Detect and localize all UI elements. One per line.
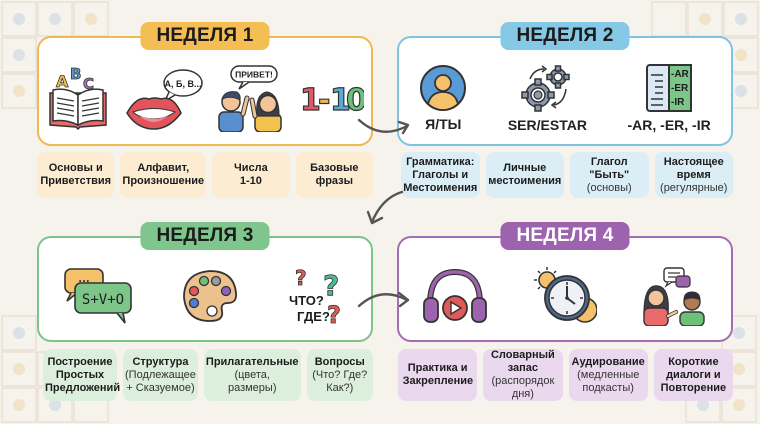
- topic-card: Структура(Подлежащее + Сказуемое): [123, 349, 198, 401]
- svg-text:B: B: [70, 65, 81, 83]
- verb-endings-book-icon: -AR -ER -IR -AR, -ER, -IR: [628, 63, 711, 133]
- topic-title: Практика и Закрепление: [402, 362, 474, 387]
- week-1-icons: A B C А, Б, В...: [39, 58, 371, 138]
- svg-text:A: A: [56, 72, 69, 91]
- svg-text:-IR: -IR: [671, 97, 685, 108]
- svg-text:ПРИВЕТ!: ПРИВЕТ!: [235, 70, 273, 80]
- topic-title: Настоящее время: [663, 155, 724, 181]
- topic-title: Алфавит, Произношение: [122, 162, 205, 187]
- topic-subtitle: (медленные подкасты): [577, 368, 640, 394]
- svg-text:А, Б, В...: А, Б, В...: [164, 79, 201, 89]
- topic-title: Личные местоимения: [488, 162, 562, 187]
- svg-text:?: ?: [323, 269, 339, 302]
- greeting-people-icon: ПРИВЕТ!: [217, 64, 283, 132]
- topic-card: Личные местоимения: [485, 152, 564, 198]
- week-3-panel: НЕДЕЛЯ 3 ... S+V+O: [37, 222, 373, 342]
- svg-text:1: 1: [300, 83, 321, 118]
- dialogue-people-icon: [642, 266, 708, 326]
- arrow-week2-to-week3: [366, 190, 404, 225]
- week-4-panel: НЕДЕЛЯ 4: [397, 222, 733, 342]
- svg-text:-: -: [318, 83, 330, 118]
- topic-subtitle: (основы): [586, 181, 632, 194]
- week-2-topics: Грамматика: Глаголы и Местоимения Личные…: [401, 152, 733, 198]
- topic-card: Вопросы(Что? Где? Как?): [306, 349, 373, 401]
- svg-text:ГДЕ?: ГДЕ?: [297, 309, 330, 324]
- lips-speech-icon: А, Б, В...: [125, 65, 203, 131]
- numbers-icon: 1 - 1 0: [298, 78, 364, 118]
- person-avatar-icon: Я/ТЫ: [419, 64, 467, 132]
- topic-card: Прилагательные(цвета, размеры): [203, 349, 301, 401]
- decorative-tiles-bottom-left: [0, 314, 110, 424]
- headphones-play-icon: [422, 268, 488, 324]
- topic-title: Короткие диалоги и Повторение: [660, 355, 727, 394]
- topic-title: Прилагательные: [205, 355, 299, 368]
- topic-card: Алфавит, Произношение: [120, 152, 207, 198]
- topic-title: Построение Простых Предложений: [45, 355, 121, 394]
- topic-title: Структура: [132, 355, 189, 368]
- topic-card: Грамматика: Глаголы и Местоимения: [401, 152, 480, 198]
- topic-title: Аудирование: [571, 355, 645, 368]
- svg-text:-ER: -ER: [671, 83, 689, 94]
- topic-card: Словарный запас(распорядок дня): [483, 349, 563, 401]
- topic-card: Основы и Приветствия: [37, 152, 115, 198]
- svg-text:-AR: -AR: [671, 69, 690, 80]
- arrow-week3-to-week4: [357, 291, 410, 308]
- topic-subtitle: (Что? Где? Как?): [312, 368, 368, 394]
- svg-text:C: C: [83, 75, 94, 93]
- topic-title: Грамматика: Глаголы и Местоимения: [403, 155, 478, 194]
- week-1-panel: НЕДЕЛЯ 1 A B C А, Б, В...: [37, 22, 373, 146]
- svg-text:ЧТО?: ЧТО?: [289, 293, 324, 308]
- clock-sun-moon-icon: [533, 266, 597, 326]
- week-3-badge: НЕДЕЛЯ 3: [140, 222, 270, 250]
- topic-subtitle: (распорядок дня): [491, 375, 555, 400]
- gears-icon: SER/ESTAR: [508, 63, 587, 133]
- icon-label: SER/ESTAR: [507, 117, 587, 133]
- week-3-topics: Построение Простых Предложений Структура…: [43, 349, 373, 401]
- topic-card: Базовые фразы: [295, 152, 374, 198]
- topic-title: Словарный запас: [490, 349, 555, 374]
- week-3-icons: ... S+V+O ? ? ? ЧТО? ГД: [39, 258, 371, 334]
- topic-card: Практика и Закрепление: [398, 349, 478, 401]
- svg-text:0: 0: [346, 83, 364, 118]
- week-2-badge: НЕДЕЛЯ 2: [500, 22, 630, 50]
- week-1-topics: Основы и Приветствия Алфавит, Произношен…: [37, 152, 374, 198]
- svg-text:?: ?: [295, 266, 307, 290]
- topic-card: Короткие диалоги и Повторение: [653, 349, 733, 401]
- topic-title: Числа 1-10: [234, 162, 268, 187]
- topic-title: Глагол "Быть": [589, 155, 630, 181]
- topic-card: Глагол "Быть"(основы): [570, 152, 649, 198]
- svg-text:S+V+O: S+V+O: [82, 292, 124, 308]
- topic-title: Вопросы: [314, 355, 365, 368]
- arrow-week1-to-week2: [357, 118, 410, 135]
- questions-icon: ? ? ? ЧТО? ГДЕ?: [287, 265, 347, 327]
- topic-title: Базовые фразы: [310, 162, 359, 187]
- icon-label: -AR, -ER, -IR: [627, 117, 711, 133]
- decorative-tiles-top-left: [0, 0, 110, 110]
- topic-card: Настоящее время(регулярные): [654, 152, 733, 198]
- svg-text:1: 1: [330, 83, 351, 118]
- svg-text:...: ...: [79, 274, 90, 285]
- icon-label: Я/ТЫ: [425, 116, 462, 132]
- sentence-bubbles-icon: ... S+V+O: [63, 267, 133, 325]
- week-4-badge: НЕДЕЛЯ 4: [500, 222, 630, 250]
- topic-card: Числа 1-10: [212, 152, 290, 198]
- abc-book-icon: A B C: [46, 65, 110, 131]
- week-1-badge: НЕДЕЛЯ 1: [140, 22, 270, 50]
- topic-card: Аудирование(медленные подкасты): [568, 349, 648, 401]
- week-4-icons: [399, 258, 731, 334]
- week-4-topics: Практика и Закрепление Словарный запас(р…: [398, 349, 733, 401]
- week-2-panel: НЕДЕЛЯ 2 Я/ТЫ: [397, 22, 733, 146]
- topic-subtitle: (цвета, размеры): [227, 368, 277, 394]
- topic-subtitle: (Подлежащее + Сказуемое): [125, 368, 196, 394]
- topic-card: Построение Простых Предложений: [43, 349, 121, 401]
- topic-title: Основы и Приветствия: [40, 162, 112, 187]
- palette-icon: [182, 269, 238, 323]
- week-2-icons: Я/ТЫ: [399, 58, 731, 138]
- topic-subtitle: (регулярные): [660, 181, 728, 194]
- svg-text:?: ?: [327, 301, 341, 327]
